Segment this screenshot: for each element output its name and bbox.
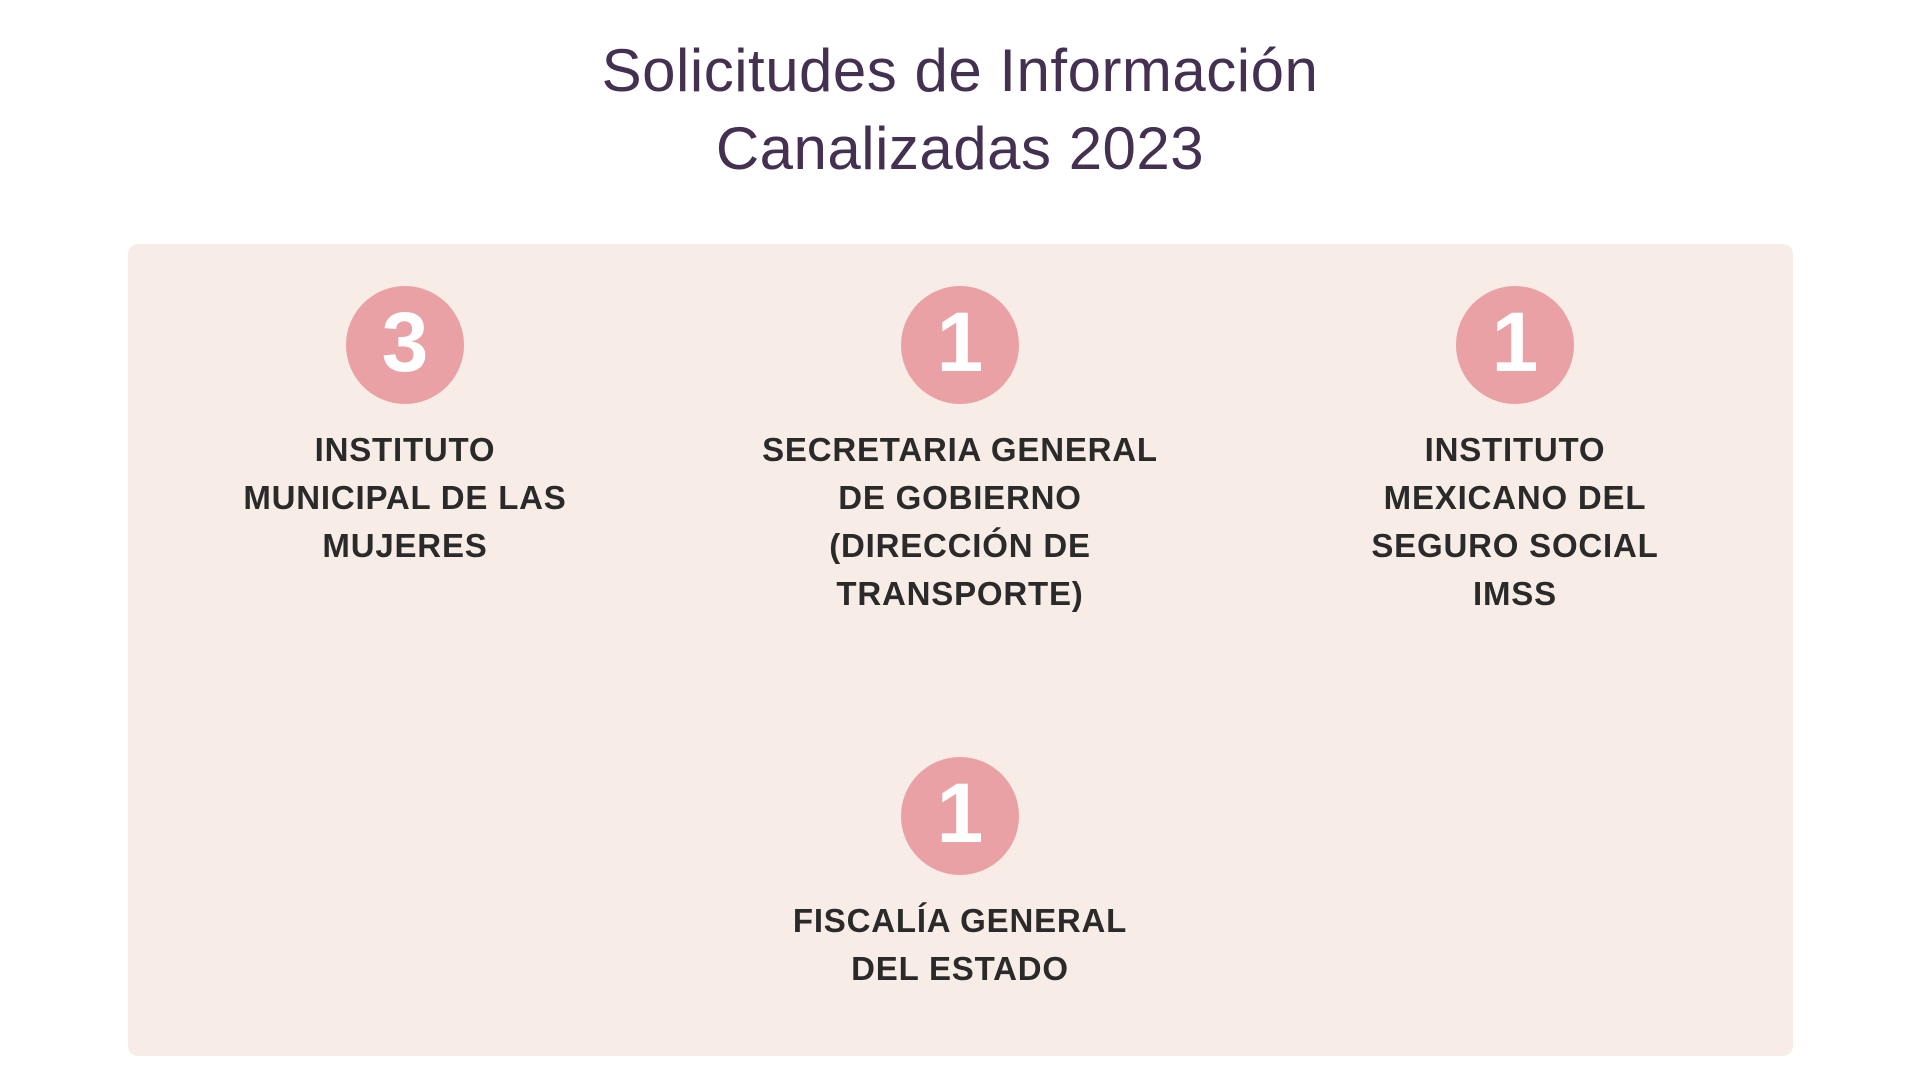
stat-item: 1 FISCALÍA GENERAL DEL ESTADO <box>793 757 1127 993</box>
count-badge: 1 <box>901 286 1019 404</box>
count-badge: 1 <box>1456 286 1574 404</box>
stat-label: FISCALÍA GENERAL DEL ESTADO <box>792 902 1128 988</box>
page-title-line1: Solicitudes de Información <box>601 37 1319 104</box>
page-title-line2: Canalizadas 2023 <box>715 115 1205 182</box>
stat-label: SECRETARIA GENERAL DE GOBIERNO (DIRECCIÓ… <box>762 431 1158 612</box>
top-row: 3 INSTITUTO MUNICIPAL DE LAS MUJERES 1 S… <box>128 286 1793 617</box>
count-badge: 3 <box>346 286 464 404</box>
stat-label: INSTITUTO MUNICIPAL DE LAS MUJERES <box>243 431 567 564</box>
page-title: Solicitudes de Información Canalizadas 2… <box>0 32 1920 188</box>
stat-item: 1 INSTITUTO MEXICANO DEL SEGURO SOCIAL I… <box>1238 286 1793 617</box>
count-value: 3 <box>381 295 429 389</box>
bottom-row: 1 FISCALÍA GENERAL DEL ESTADO <box>128 757 1793 993</box>
stat-label: INSTITUTO MEXICANO DEL SEGURO SOCIAL IMS… <box>1371 431 1659 612</box>
count-value: 1 <box>936 766 984 861</box>
stat-item: 3 INSTITUTO MUNICIPAL DE LAS MUJERES <box>128 286 683 617</box>
count-value: 1 <box>1491 295 1539 389</box>
stat-item: 1 SECRETARIA GENERAL DE GOBIERNO (DIRECC… <box>683 286 1238 617</box>
count-badge: 1 <box>901 757 1019 876</box>
chart-panel: 3 INSTITUTO MUNICIPAL DE LAS MUJERES 1 S… <box>127 244 1793 1056</box>
count-value: 1 <box>936 295 984 389</box>
infographic: Solicitudes de Información Canalizadas 2… <box>0 32 1920 1056</box>
